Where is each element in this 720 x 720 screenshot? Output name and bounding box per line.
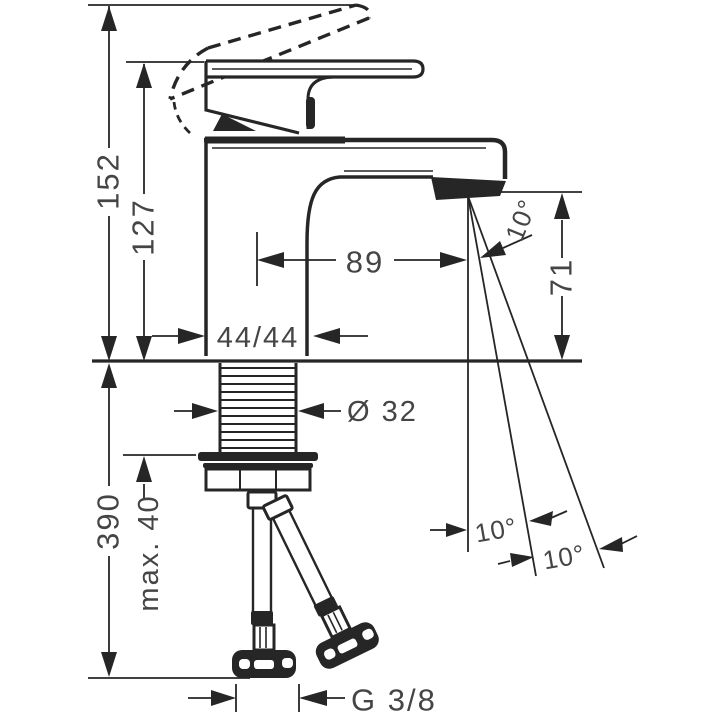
faucet-lever [204, 59, 425, 135]
mounting-shank [218, 363, 298, 452]
dim-hose-length: 390 [91, 492, 126, 550]
supply-hose-straight [232, 490, 296, 678]
spout-aerator [431, 177, 506, 200]
faucet-lever-raised-dashed [168, 3, 372, 135]
dim-spout-height: 71 [544, 258, 579, 296]
mounting-washer [198, 452, 318, 461]
dim-connection-thread: G 3/8 [351, 683, 437, 718]
supply-hose-angled [261, 494, 379, 669]
dim-total-height: 152 [91, 152, 126, 210]
faucet-body [204, 59, 508, 356]
dim-shank-diameter: Ø 32 [347, 396, 418, 428]
lever-stem-bulge [306, 97, 315, 129]
hose-connector-angled [315, 622, 379, 669]
lever-wedge [213, 114, 256, 131]
mounting-nut [204, 467, 312, 492]
dim-max-deck-thickness: max. 40 [133, 494, 165, 611]
spray-direction-lines [467, 195, 605, 577]
dim-spray-angle: 10° [499, 195, 543, 245]
dim-spout-reach: 89 [346, 245, 384, 280]
dim-handle-height: 127 [126, 198, 161, 256]
dimension-lines [108, 6, 638, 699]
extension-lines [88, 4, 582, 712]
dim-swivel-angle-left: 10° [473, 512, 520, 549]
dimension-arrows [101, 6, 623, 706]
dim-swivel-angle-right: 10° [541, 539, 588, 576]
mounting-washer-seal [203, 463, 313, 468]
dim-body-width: 44/44 [217, 322, 300, 354]
hose-connector-straight [232, 650, 296, 678]
